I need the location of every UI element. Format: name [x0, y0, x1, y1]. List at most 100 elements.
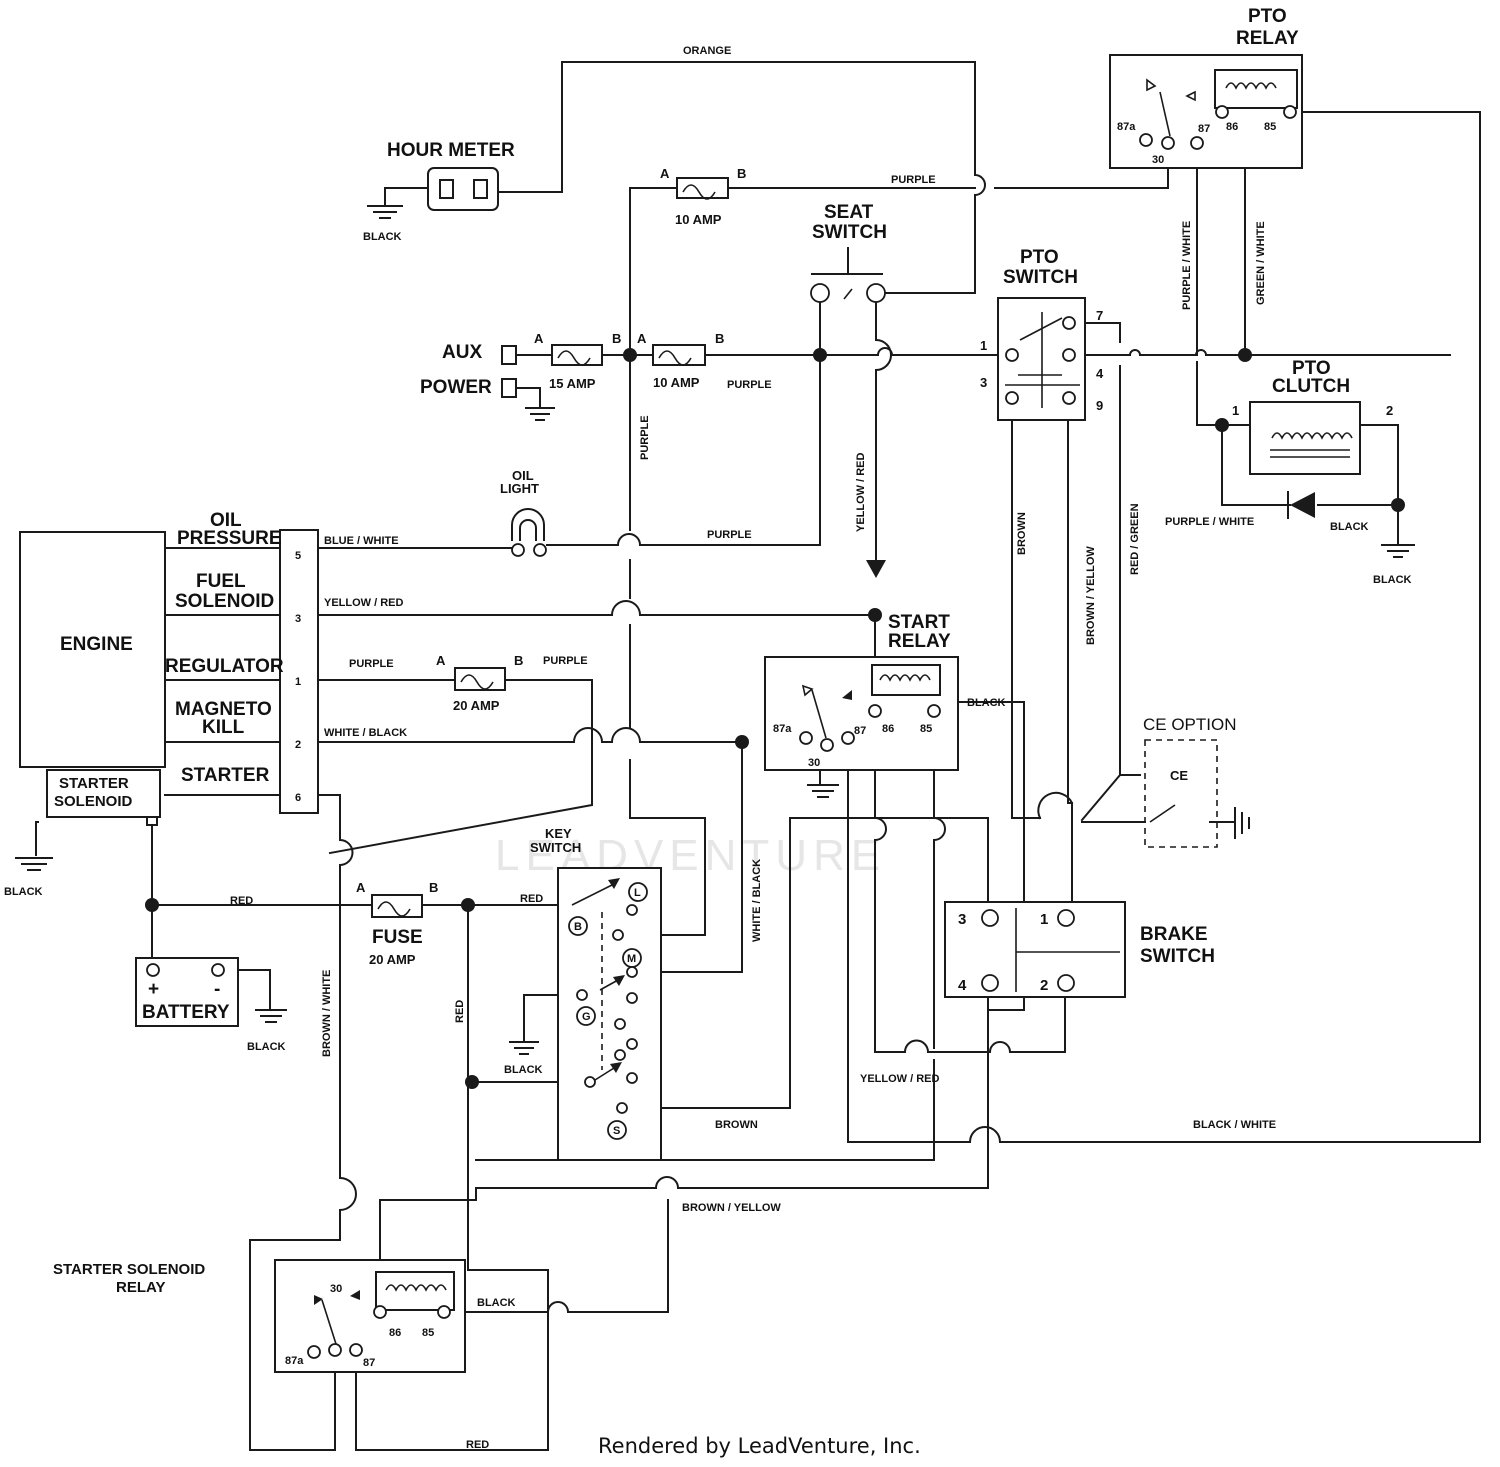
fuse-10a-top — [676, 177, 729, 200]
aux-power-connector — [501, 345, 555, 421]
key-position-label: M — [627, 953, 636, 965]
terminal-number: 87a — [773, 723, 792, 735]
wire-label: RED — [520, 893, 543, 905]
terminal-number: 87 — [363, 1357, 375, 1369]
fuse-b: B — [429, 880, 438, 895]
wire-label: RED — [466, 1439, 489, 1451]
fuse-b: B — [612, 331, 621, 346]
oil-light — [511, 508, 547, 557]
oil-pressure-label-2: PRESSURE — [177, 528, 282, 549]
oil-pressure-label: OIL — [210, 510, 242, 531]
key-position-label: G — [582, 1011, 591, 1023]
fuse-20a-main — [371, 894, 423, 918]
power-label: POWER — [420, 377, 492, 398]
wire-label: WHITE / BLACK — [751, 859, 763, 942]
oil-light-label: OIL — [512, 468, 534, 483]
terminal-number: 1 — [980, 338, 987, 353]
terminal-number: 1 — [1040, 911, 1048, 928]
ce-option-label: CE OPTION — [1143, 715, 1237, 734]
terminal-number: 86 — [389, 1327, 401, 1339]
starter-solenoid-relay-label-2: RELAY — [116, 1279, 165, 1296]
wire-label: ORANGE — [683, 45, 731, 57]
starter-solenoid-label-2: SOLENOID — [54, 793, 133, 810]
aux-label: AUX — [442, 342, 482, 363]
wire-label: PURPLE — [349, 658, 394, 670]
wire-label: BLUE / WHITE — [324, 535, 399, 547]
terminal-number: 87a — [1117, 121, 1136, 133]
wire-label: PURPLE — [639, 415, 651, 460]
ce-label: CE — [1170, 768, 1188, 783]
terminal-number: 87 — [1198, 123, 1210, 135]
wire-label: BLACK — [363, 231, 402, 243]
starter-solenoid-relay-label: STARTER SOLENOID — [53, 1261, 205, 1278]
terminal-number: 5 — [295, 550, 301, 562]
terminal-number: 1 — [295, 676, 301, 688]
fuse-a: A — [637, 331, 647, 346]
fuse-b: B — [514, 653, 523, 668]
fuse-a: A — [356, 880, 366, 895]
terminal-number: 85 — [920, 723, 932, 735]
starter-solenoid — [15, 769, 161, 871]
terminal-number: 6 — [295, 792, 301, 804]
pto-switch-label-2: SWITCH — [1003, 267, 1078, 288]
ce-option — [1144, 739, 1250, 848]
wire-label: BLACK — [967, 697, 1006, 709]
terminal-number: 30 — [1152, 154, 1164, 166]
key-switch — [557, 867, 662, 1161]
wire-label: BLACK — [247, 1041, 286, 1053]
fuse-rating: 10 AMP — [675, 212, 722, 227]
pto-clutch-label-2: CLUTCH — [1272, 376, 1350, 397]
fuel-solenoid-label: FUEL — [196, 571, 246, 592]
wire-label: BLACK — [504, 1064, 543, 1076]
key-position-label: L — [634, 887, 641, 899]
starter-label: STARTER — [181, 765, 270, 786]
wire-labels: ORANGE PURPLE BLACK PURPLE BLUE / WHITE … — [4, 45, 1412, 1451]
wire-label: BLACK — [1330, 521, 1369, 533]
terminal-number: 30 — [330, 1283, 342, 1295]
battery-label: BATTERY — [142, 1002, 230, 1023]
battery — [135, 957, 287, 1027]
start-relay-label-2: RELAY — [888, 631, 951, 652]
component-labels: HOUR METER PTO RELAY SEAT SWITCH PTO SWI… — [53, 6, 1350, 1296]
wire-label: PURPLE — [891, 174, 936, 186]
terminal-number: 3 — [958, 911, 966, 928]
pto-clutch — [1249, 401, 1415, 558]
fuse-a: A — [660, 166, 670, 181]
terminal-number: 2 — [1386, 403, 1393, 418]
pto-relay-label: PTO — [1248, 6, 1287, 27]
brake-switch — [944, 901, 1126, 998]
pto-relay — [1109, 54, 1303, 169]
seat-switch-label-2: SWITCH — [812, 222, 887, 243]
fuel-solenoid-label-2: SOLENOID — [175, 591, 274, 612]
terminal-labels: 5 3 1 2 6 1 3 7 4 9 1 2 3 1 4 2 87a 30 8… — [285, 121, 1393, 1369]
terminal-number: 3 — [980, 375, 987, 390]
terminal-number: 2 — [1040, 977, 1048, 994]
wire-label: RED — [454, 1000, 466, 1023]
fuse-a: A — [534, 331, 544, 346]
wire-label: PURPLE — [543, 655, 588, 667]
ground-icon — [509, 1041, 539, 1055]
wire-label: PURPLE / WHITE — [1165, 516, 1254, 528]
start-relay-label: START — [888, 612, 950, 633]
wire-label: WHITE / BLACK — [324, 727, 407, 739]
fuse-rating: 15 AMP — [549, 376, 596, 391]
oil-light-label-2: LIGHT — [500, 481, 539, 496]
ground-icon — [367, 205, 403, 219]
wire-label: YELLOW / RED — [324, 597, 404, 609]
terminal-number: 2 — [295, 739, 301, 751]
key-switch-label-2: SWITCH — [530, 840, 581, 855]
hour-meter-label: HOUR METER — [387, 140, 515, 161]
hour-meter — [427, 167, 499, 211]
engine — [19, 531, 166, 768]
wire-label: PURPLE — [727, 379, 772, 391]
wire-label: BROWN / YELLOW — [682, 1202, 781, 1214]
terminal-number: 87a — [285, 1355, 304, 1367]
fuse-15a — [551, 344, 603, 366]
wire-label: RED — [230, 895, 253, 907]
fuse-a: A — [436, 653, 446, 668]
pto-clutch-label: PTO — [1292, 358, 1331, 379]
pto-relay-label-2: RELAY — [1236, 28, 1299, 49]
wire-label: GREEN / WHITE — [1255, 221, 1267, 305]
wire-label: BROWN / YELLOW — [1085, 546, 1097, 645]
